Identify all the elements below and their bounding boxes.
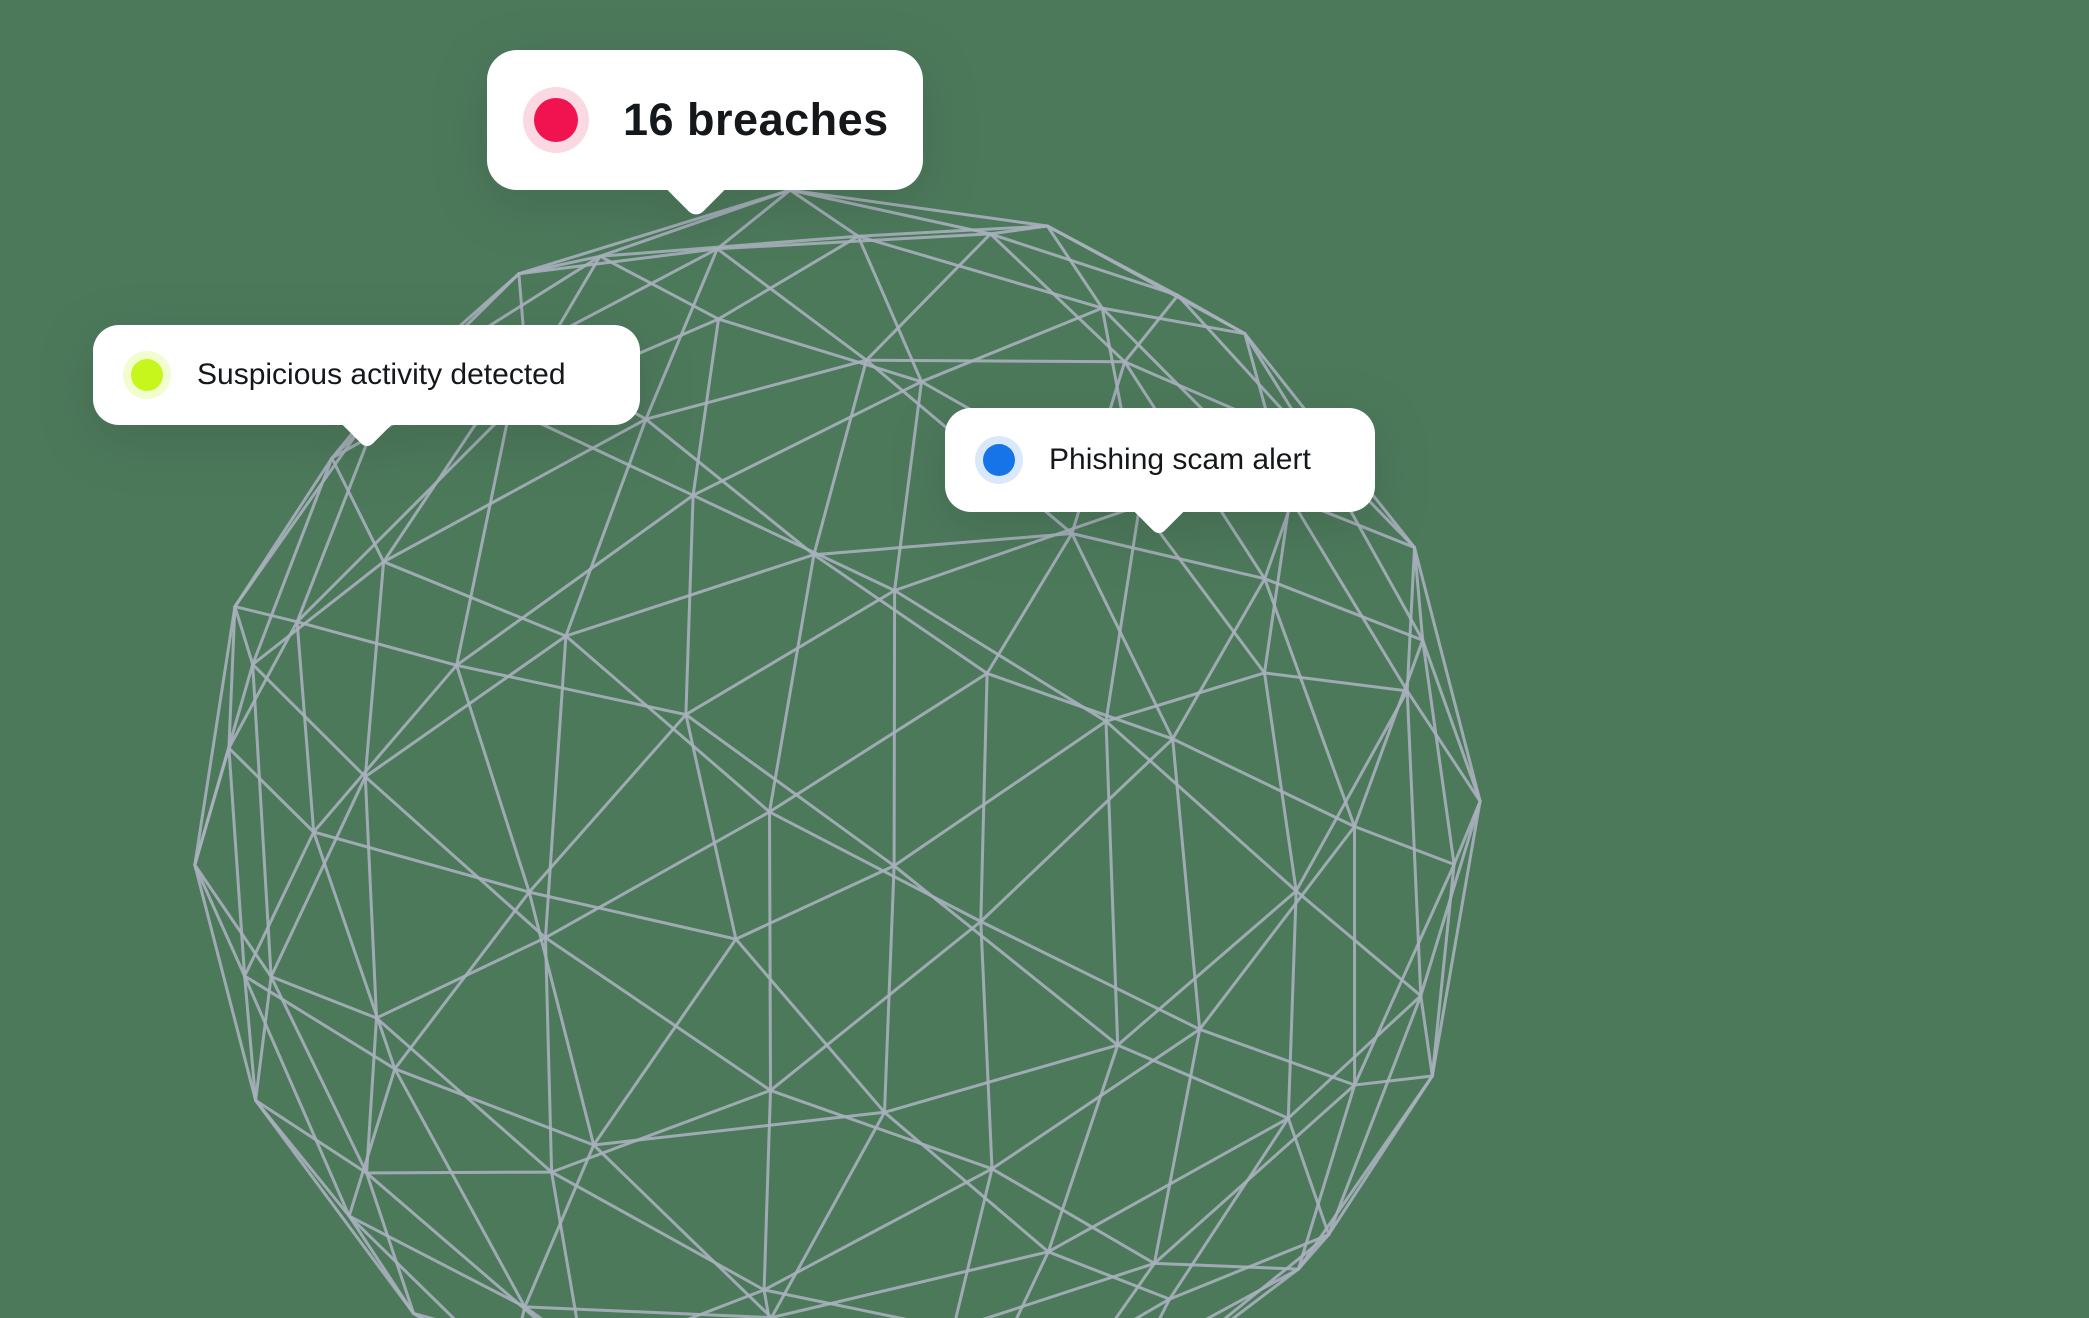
tooltip-suspicious-activity: Suspicious activity detected <box>93 325 640 450</box>
phishing-alert-dot-halo <box>975 436 1023 484</box>
breach-alert-dot-halo <box>523 87 589 153</box>
breach-alert-dot-icon <box>534 98 578 142</box>
activity-alert-dot-icon <box>131 359 163 391</box>
tooltip-phishing-scam-label: Phishing scam alert <box>1049 443 1311 476</box>
tooltip-breaches: 16 breaches <box>487 50 923 219</box>
activity-alert-dot-halo <box>123 351 171 399</box>
tooltip-breaches-label: 16 breaches <box>623 94 889 145</box>
tooltip-suspicious-activity-label: Suspicious activity detected <box>197 358 566 391</box>
phishing-alert-dot-icon <box>983 444 1015 476</box>
tooltip-phishing-scam: Phishing scam alert <box>945 408 1375 537</box>
